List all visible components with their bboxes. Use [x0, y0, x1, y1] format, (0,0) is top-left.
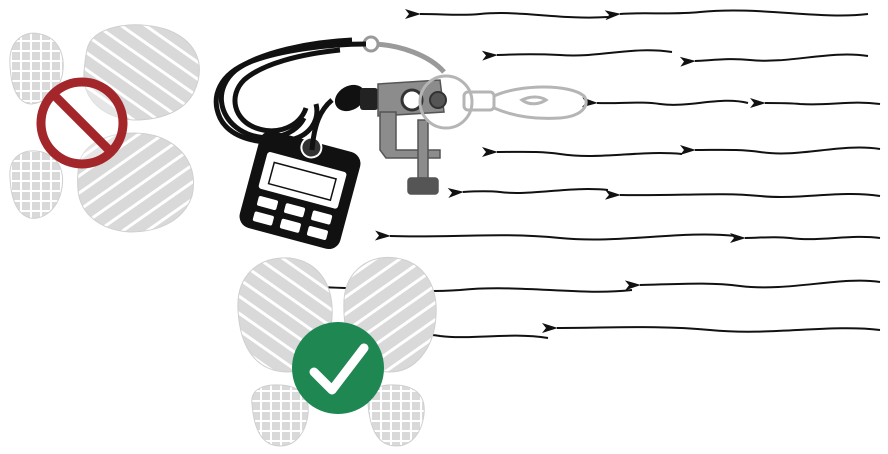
shoe-print-icon	[367, 384, 425, 447]
wind-arrow-icon	[749, 97, 881, 108]
wind-arrow-icon	[729, 233, 881, 244]
wind-arrow-icon	[581, 97, 749, 108]
wind-arrow-icon	[541, 323, 881, 334]
no-entry-icon	[36, 77, 128, 169]
wind-arrow-icon	[604, 189, 881, 200]
wind-arrow-icon	[481, 147, 683, 158]
wind-arrow-icon	[624, 279, 881, 291]
wind-arrow-icon	[447, 188, 609, 198]
correct-position-footprints	[237, 256, 437, 447]
wind-arrow-icon	[374, 230, 737, 241]
shoe-print-icon	[251, 384, 309, 447]
check-circle-icon	[292, 322, 384, 414]
wind-arrow-icon	[604, 9, 869, 21]
wind-arrow-icon	[679, 53, 869, 67]
shoe-print-icon	[9, 150, 64, 219]
wrong-position-footprints	[9, 24, 200, 233]
wind-meter-instrument-icon	[213, 35, 588, 250]
shoe-print-icon	[9, 32, 64, 105]
wind-arrow-icon	[277, 282, 633, 293]
wind-arrow-icon	[481, 49, 673, 61]
wind-arrow-icon	[404, 8, 609, 19]
wind-arrow-icon	[679, 145, 881, 156]
